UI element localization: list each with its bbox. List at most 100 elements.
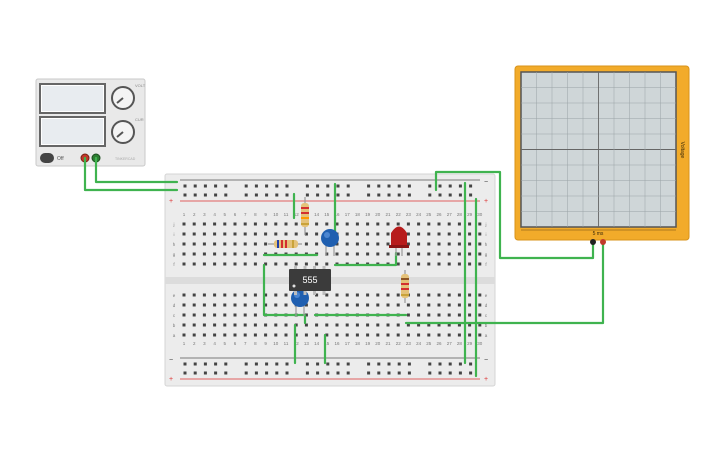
breadboard-hole[interactable] xyxy=(417,333,421,337)
breadboard-hole[interactable] xyxy=(396,303,400,307)
breadboard-hole[interactable] xyxy=(253,293,257,297)
breadboard-hole[interactable] xyxy=(316,371,320,375)
breadboard-hole[interactable] xyxy=(275,193,279,197)
breadboard-hole[interactable] xyxy=(457,232,461,236)
breadboard-hole[interactable] xyxy=(376,333,380,337)
resistor-top[interactable] xyxy=(301,197,309,235)
wire-output-led[interactable] xyxy=(333,251,398,267)
breadboard-hole[interactable] xyxy=(468,293,472,297)
breadboard-hole[interactable] xyxy=(203,362,207,366)
breadboard-hole[interactable] xyxy=(376,303,380,307)
breadboard-hole[interactable] xyxy=(183,362,187,366)
breadboard-hole[interactable] xyxy=(346,371,350,375)
breadboard-hole[interactable] xyxy=(294,232,298,236)
breadboard-hole[interactable] xyxy=(274,293,278,297)
breadboard-hole[interactable] xyxy=(193,362,197,366)
breadboard-hole[interactable] xyxy=(264,293,268,297)
breadboard-hole[interactable] xyxy=(202,313,206,317)
resistor-right[interactable] xyxy=(401,270,409,303)
breadboard-hole[interactable] xyxy=(223,293,227,297)
breadboard-hole[interactable] xyxy=(355,333,359,337)
oscilloscope-terminal-ground[interactable] xyxy=(590,239,596,245)
breadboard-hole[interactable] xyxy=(335,242,339,246)
breadboard-hole[interactable] xyxy=(213,232,217,236)
breadboard-hole[interactable] xyxy=(397,362,401,366)
breadboard-hole[interactable] xyxy=(193,184,197,188)
breadboard-hole[interactable] xyxy=(214,362,218,366)
breadboard-hole[interactable] xyxy=(213,303,217,307)
breadboard-hole[interactable] xyxy=(367,362,371,366)
breadboard-hole[interactable] xyxy=(335,293,339,297)
breadboard-hole[interactable] xyxy=(406,262,410,266)
breadboard-hole[interactable] xyxy=(428,362,432,366)
breadboard-hole[interactable] xyxy=(406,222,410,226)
breadboard-hole[interactable] xyxy=(304,262,308,266)
breadboard-hole[interactable] xyxy=(244,193,248,197)
breadboard-hole[interactable] xyxy=(406,252,410,256)
breadboard-hole[interactable] xyxy=(366,252,370,256)
breadboard-hole[interactable] xyxy=(213,313,217,317)
breadboard-hole[interactable] xyxy=(447,252,451,256)
breadboard-hole[interactable] xyxy=(377,362,381,366)
breadboard-hole[interactable] xyxy=(326,371,330,375)
breadboard-hole[interactable] xyxy=(304,333,308,337)
breadboard-hole[interactable] xyxy=(285,184,289,188)
breadboard-hole[interactable] xyxy=(376,242,380,246)
breadboard-hole[interactable] xyxy=(447,262,451,266)
breadboard-hole[interactable] xyxy=(335,252,339,256)
breadboard-hole[interactable] xyxy=(325,222,329,226)
breadboard-hole[interactable] xyxy=(316,184,320,188)
breadboard-hole[interactable] xyxy=(315,242,319,246)
breadboard-hole[interactable] xyxy=(468,333,472,337)
breadboard-hole[interactable] xyxy=(468,303,472,307)
breadboard-hole[interactable] xyxy=(274,222,278,226)
breadboard-hole[interactable] xyxy=(427,252,431,256)
breadboard-hole[interactable] xyxy=(417,323,421,327)
breadboard-hole[interactable] xyxy=(202,242,206,246)
breadboard-hole[interactable] xyxy=(193,371,197,375)
capacitor-top[interactable] xyxy=(321,229,339,256)
breadboard-hole[interactable] xyxy=(438,193,442,197)
breadboard-hole[interactable] xyxy=(192,222,196,226)
breadboard-hole[interactable] xyxy=(304,242,308,246)
breadboard-hole[interactable] xyxy=(202,303,206,307)
breadboard-hole[interactable] xyxy=(223,222,227,226)
breadboard-hole[interactable] xyxy=(437,232,441,236)
breadboard-hole[interactable] xyxy=(448,371,452,375)
breadboard-hole[interactable] xyxy=(214,371,218,375)
breadboard-hole[interactable] xyxy=(233,222,237,226)
ic-555[interactable]: 555 xyxy=(289,266,331,295)
breadboard-hole[interactable] xyxy=(417,262,421,266)
breadboard-hole[interactable] xyxy=(315,333,319,337)
breadboard-hole[interactable] xyxy=(265,362,269,366)
breadboard-hole[interactable] xyxy=(336,362,340,366)
breadboard-hole[interactable] xyxy=(274,323,278,327)
breadboard-hole[interactable] xyxy=(437,333,441,337)
breadboard-hole[interactable] xyxy=(417,242,421,246)
breadboard-hole[interactable] xyxy=(478,222,482,226)
breadboard-hole[interactable] xyxy=(264,242,268,246)
breadboard-hole[interactable] xyxy=(386,303,390,307)
breadboard-hole[interactable] xyxy=(387,371,391,375)
breadboard-hole[interactable] xyxy=(428,184,432,188)
breadboard-hole[interactable] xyxy=(428,193,432,197)
breadboard-hole[interactable] xyxy=(264,262,268,266)
breadboard-hole[interactable] xyxy=(284,333,288,337)
breadboard-hole[interactable] xyxy=(202,333,206,337)
wire-trigger[interactable] xyxy=(262,263,307,325)
breadboard-hole[interactable] xyxy=(386,242,390,246)
breadboard-hole[interactable] xyxy=(294,323,298,327)
breadboard-hole[interactable] xyxy=(253,303,257,307)
breadboard-hole[interactable] xyxy=(478,232,482,236)
breadboard-hole[interactable] xyxy=(223,262,227,266)
breadboard-hole[interactable] xyxy=(305,371,309,375)
breadboard-hole[interactable] xyxy=(243,293,247,297)
breadboard-hole[interactable] xyxy=(336,371,340,375)
breadboard-hole[interactable] xyxy=(406,333,410,337)
breadboard-hole[interactable] xyxy=(264,303,268,307)
breadboard-hole[interactable] xyxy=(192,252,196,256)
breadboard-hole[interactable] xyxy=(428,371,432,375)
breadboard-hole[interactable] xyxy=(427,262,431,266)
breadboard-hole[interactable] xyxy=(202,293,206,297)
breadboard-hole[interactable] xyxy=(447,333,451,337)
